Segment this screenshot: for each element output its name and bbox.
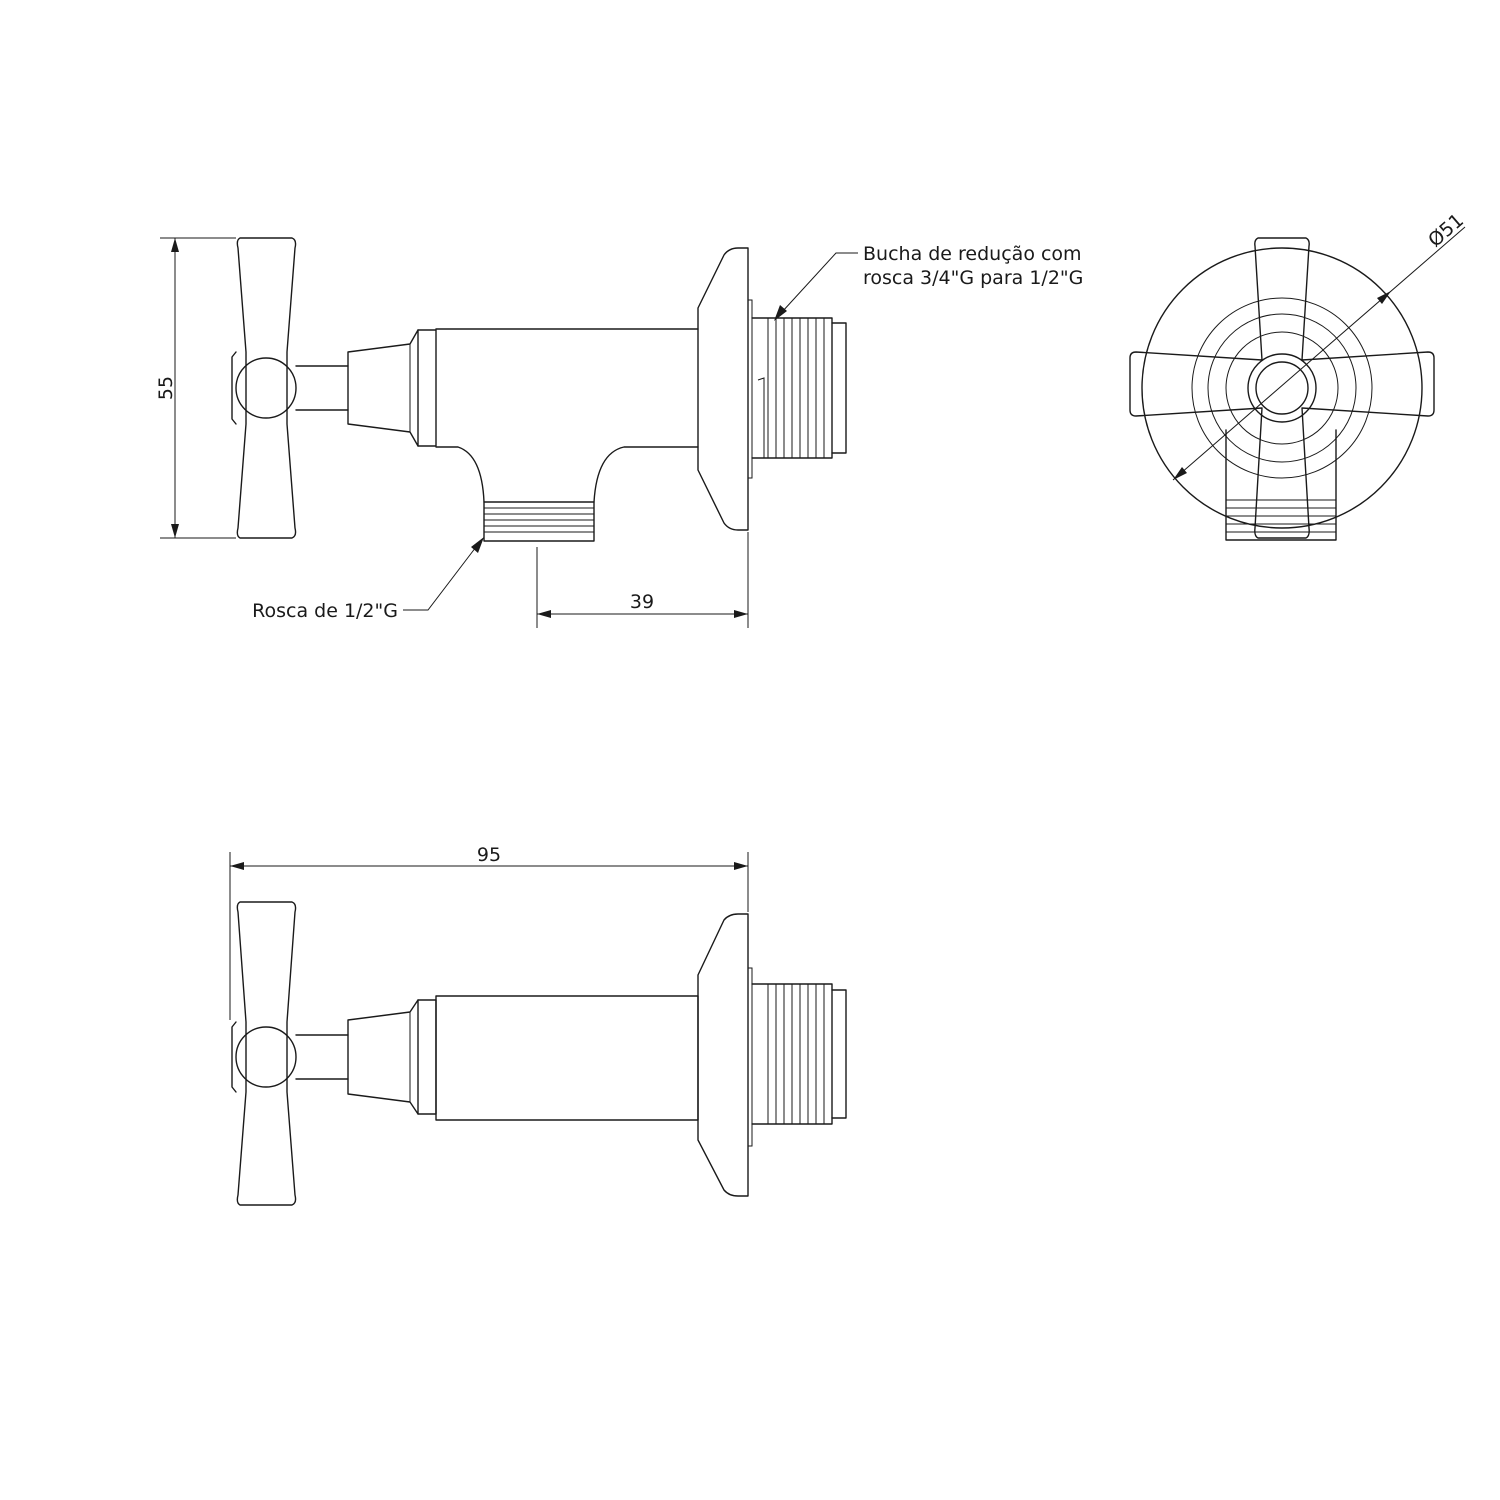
top-flange (697, 913, 749, 1197)
top-body (435, 995, 699, 1121)
front-handle (1129, 237, 1435, 539)
top-thread (751, 983, 847, 1125)
annotation-reducer-line2: rosca 3/4"G para 1/2"G (863, 267, 1083, 289)
front-view: Ø51 (1129, 209, 1468, 541)
dimension-length: 95 (477, 844, 501, 866)
dimension-outlet-offset: 39 (630, 591, 654, 613)
top-view: 95 (229, 844, 847, 1206)
front-flange-outer (1141, 247, 1423, 529)
dimension-height: 55 (155, 376, 177, 400)
side-reducer-thread (751, 317, 847, 459)
side-view: 55 39 Bucha de redução com rosca 3/4"G p… (155, 237, 1083, 628)
top-handle (236, 901, 297, 1206)
side-handle (236, 237, 297, 539)
side-body (435, 328, 699, 503)
dimension-diameter: Ø51 (1424, 209, 1468, 251)
annotation-thread-half: Rosca de 1/2"G (252, 600, 398, 622)
side-flange (697, 247, 749, 531)
side-bottom-thread (483, 501, 595, 542)
annotation-reducer-line1: Bucha de redução com (863, 243, 1082, 265)
